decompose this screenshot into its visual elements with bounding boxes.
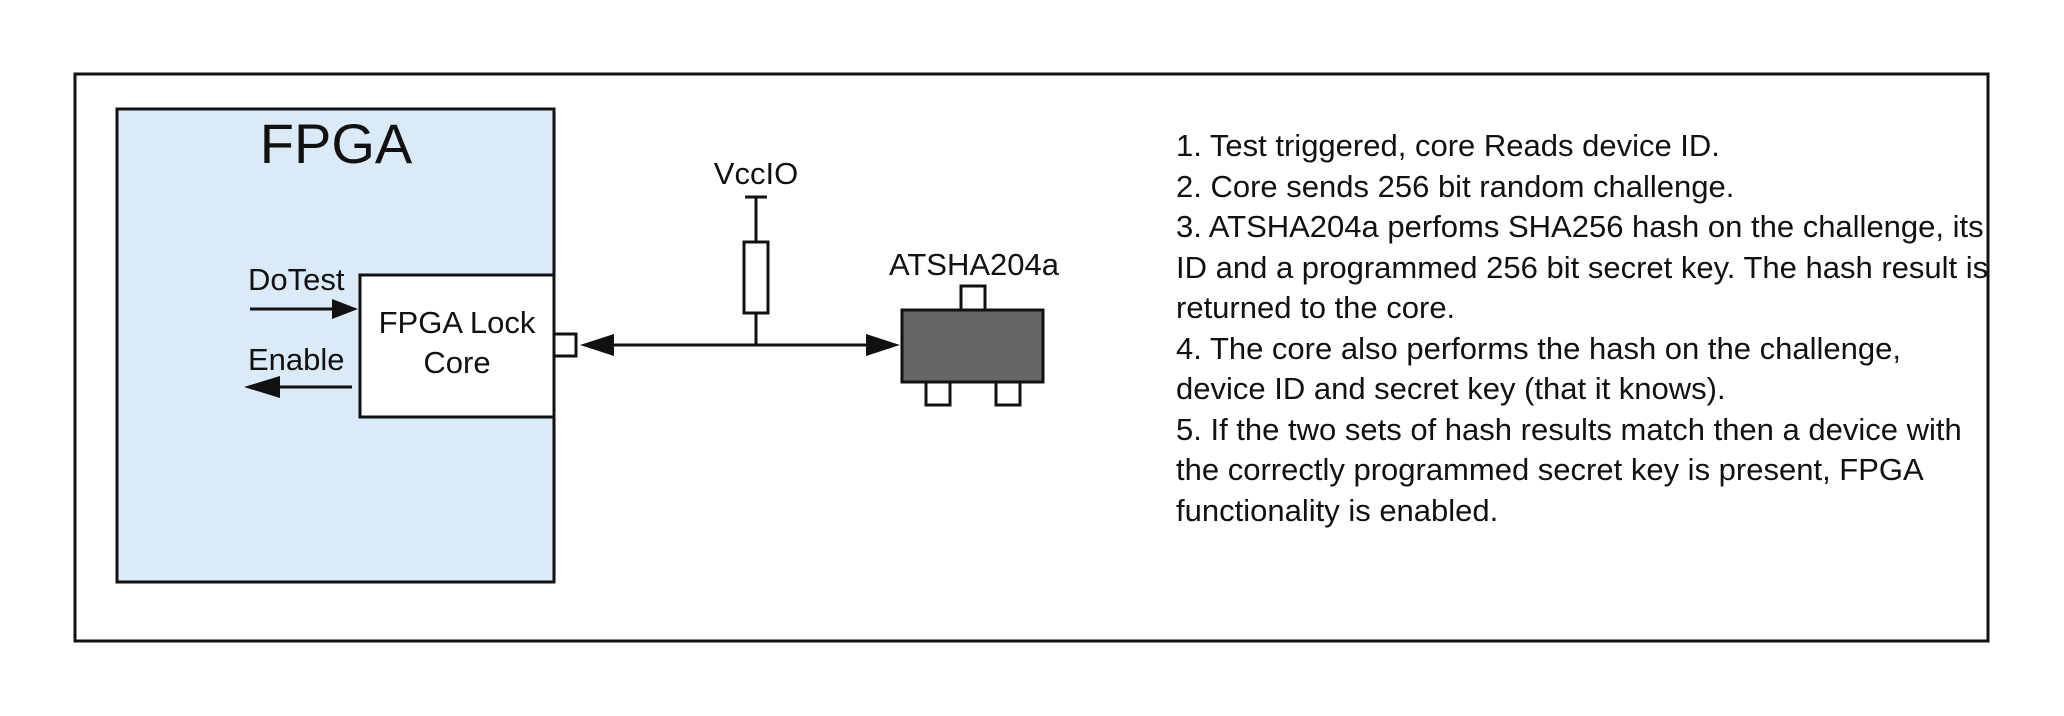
- vccio-label: VccIO: [714, 156, 798, 191]
- step-item-1: 1. Test triggered, core Reads device ID.: [1176, 128, 1720, 163]
- chip-pin-bottom-right: [994, 380, 1022, 407]
- bus-arrowhead-right: [866, 334, 900, 356]
- dotest-label: DoTest: [248, 262, 345, 297]
- chip-label: ATSHA204a: [889, 247, 1060, 282]
- outer-frame: [73, 72, 1990, 643]
- steps-list: 1. Test triggered, core Reads device ID.…: [1176, 126, 1996, 531]
- core-label-line2: Core: [423, 345, 490, 380]
- chip-pin-top: [959, 284, 987, 312]
- fpga-title: FPGA: [260, 112, 413, 175]
- bus-arrowhead-left: [580, 334, 614, 356]
- core-port: [552, 332, 578, 358]
- core-label-line1: FPGA Lock: [379, 305, 536, 340]
- step-item-3: 3. ATSHA204a perfoms SHA256 hash on the …: [1176, 209, 1989, 325]
- enable-label: Enable: [248, 342, 345, 377]
- dotest-arrowhead: [332, 299, 358, 319]
- step-item-2: 2. Core sends 256 bit random challenge.: [1176, 168, 1735, 204]
- enable-arrowhead: [244, 376, 280, 398]
- step-item-4: 4. The core also performs the hash on th…: [1176, 330, 1901, 407]
- chip-pin-bottom-left: [924, 380, 952, 407]
- fpga-lock-core-block: [358, 273, 556, 419]
- pullup-resistor: [742, 240, 770, 315]
- chip-body: [900, 308, 1045, 384]
- step-item-5: 5. If the two sets of hash results match…: [1176, 411, 1962, 528]
